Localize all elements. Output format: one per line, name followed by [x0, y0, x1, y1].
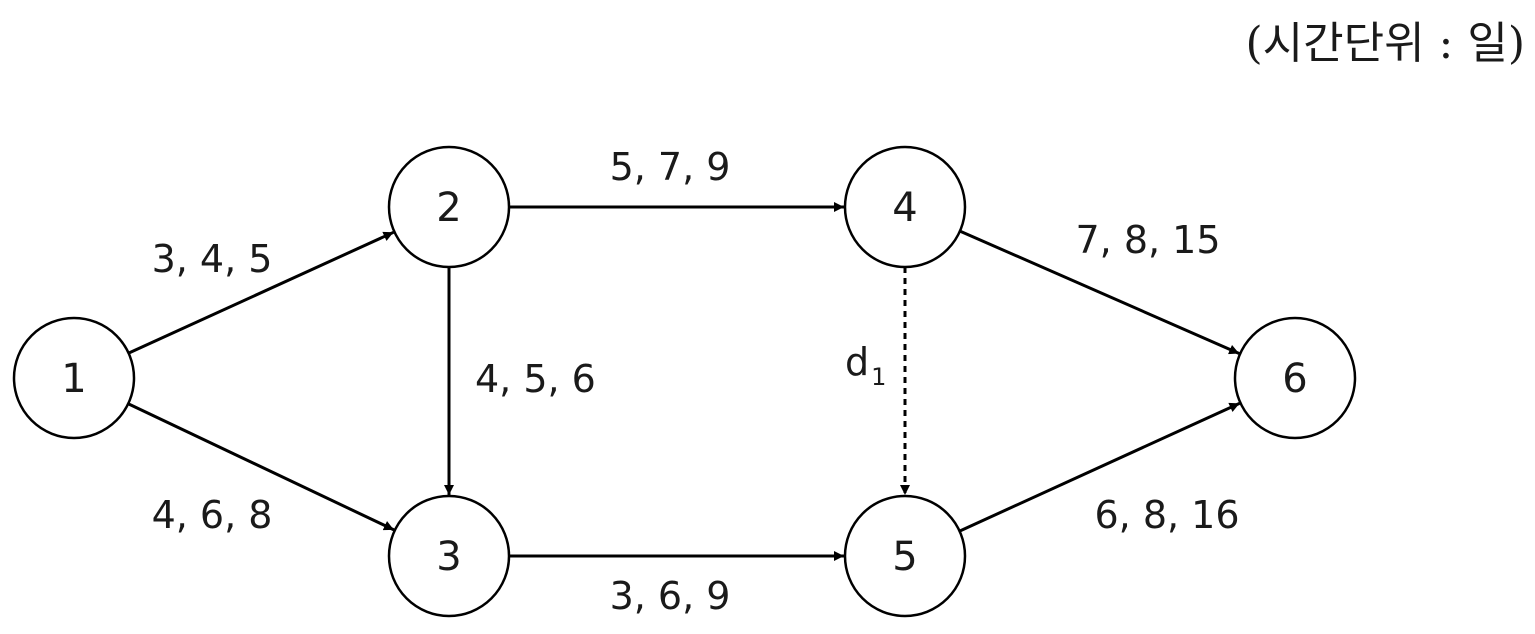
node-circle	[1233, 316, 1357, 440]
edge-label-4-6: 7, 8, 15	[1075, 218, 1220, 262]
node-label: 6	[1282, 356, 1307, 402]
edge-label-2-3: 4, 5, 6	[475, 357, 596, 401]
node-label: 4	[892, 185, 917, 231]
edge-label-subscript: 1	[871, 363, 886, 391]
node-label: 1	[61, 356, 86, 402]
time-unit-note: (시간단위 : 일)	[1245, 18, 1525, 69]
edge-label-1-3: 4, 6, 8	[152, 493, 273, 537]
node-2: 2	[387, 145, 511, 269]
edge-label-4-5: d1	[845, 340, 886, 391]
edge-label-5-6: 6, 8, 16	[1094, 493, 1239, 537]
edge-1-3	[127, 402, 395, 532]
node-3: 3	[387, 494, 511, 618]
node-label: 3	[436, 534, 461, 580]
node-circle	[843, 145, 967, 269]
nodes: 1 2 3 4 5 6	[12, 145, 1357, 618]
node-6: 6	[1233, 316, 1357, 440]
edge-labels: 3, 4, 5 4, 6, 8 4, 5, 6 5, 7, 9 3, 6, 9 d1 7, …	[152, 145, 1240, 618]
edge-label-1-2: 3, 4, 5	[152, 237, 273, 281]
edge-1-2	[127, 230, 395, 355]
node-label: 2	[436, 185, 461, 231]
node-1: 1	[12, 316, 136, 440]
edges	[127, 202, 1241, 561]
node-label: 5	[892, 534, 917, 580]
edge-4-6	[959, 229, 1240, 355]
node-circle	[387, 494, 511, 618]
node-5: 5	[843, 494, 967, 618]
node-4: 4	[843, 145, 967, 269]
edge-5-6	[958, 401, 1241, 533]
edge-label-3-5: 3, 6, 9	[610, 574, 731, 618]
edge-label-2-4: 5, 7, 9	[610, 145, 731, 189]
node-circle	[12, 316, 136, 440]
node-circle	[387, 145, 511, 269]
node-circle	[843, 494, 967, 618]
